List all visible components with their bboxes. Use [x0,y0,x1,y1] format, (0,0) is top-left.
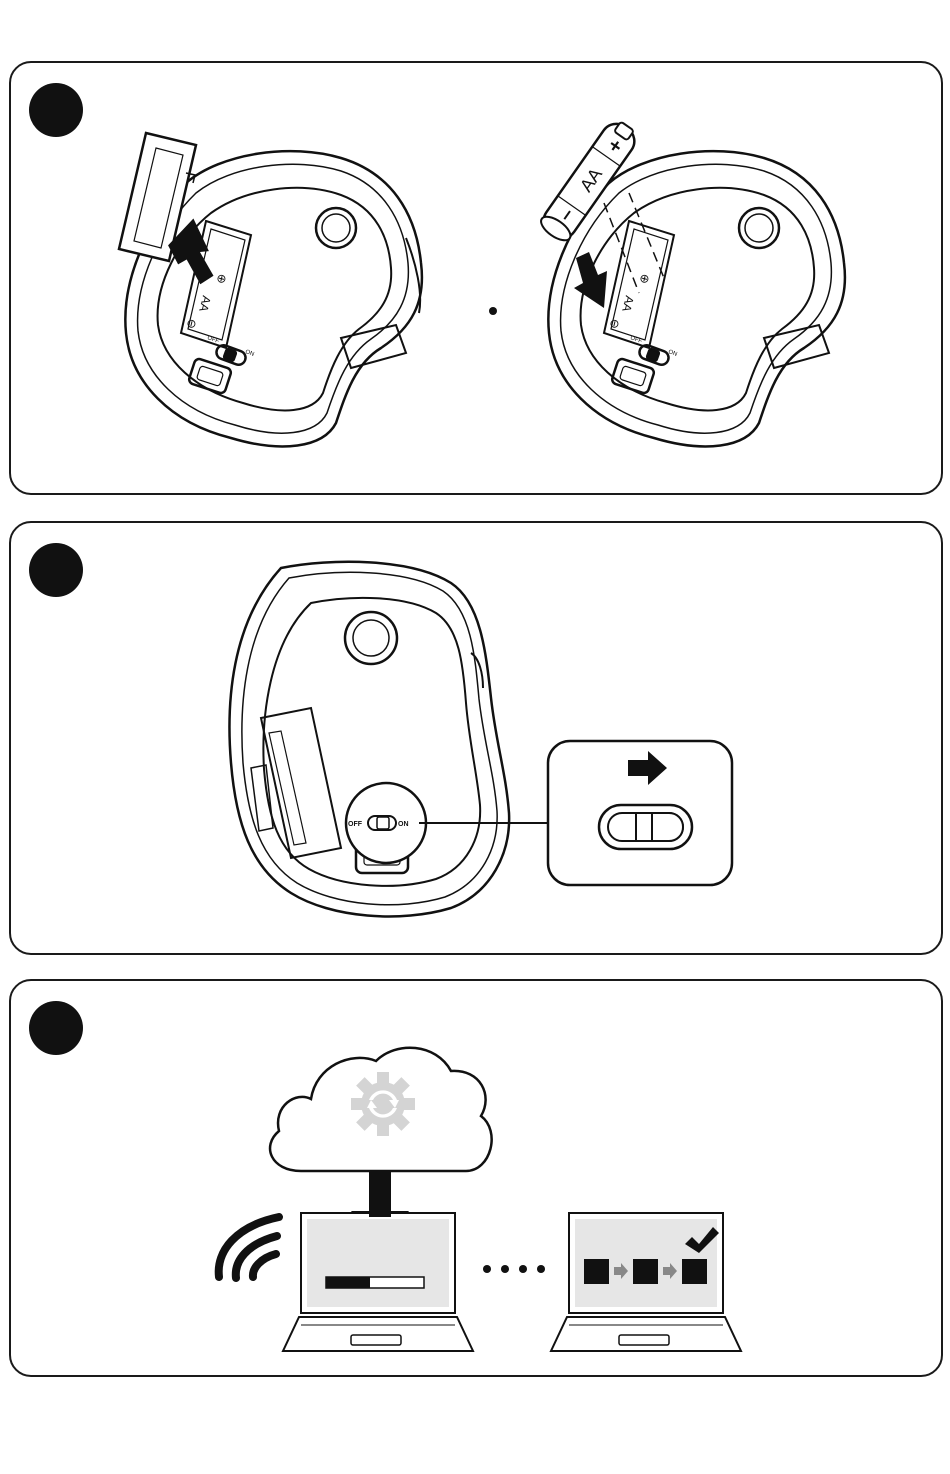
laptop-downloading [283,1207,473,1351]
step-2-illustration: OFF ON [11,523,945,957]
step-1-panel: AA ⊕ ⊖ OFF ON [9,61,943,495]
compartment-minus-right: ⊖ [607,317,623,330]
switch-on-label-small: ON [398,821,409,828]
compartment-plus-right: ⊕ [637,272,653,285]
laptop-complete [551,1213,741,1351]
step-1-illustration: AA ⊕ ⊖ OFF ON [11,63,945,497]
switch-off-label-small: OFF [348,821,363,828]
step-2-panel: OFF ON [9,521,943,955]
flow-step-square [584,1259,609,1284]
download-progress-bar [326,1277,424,1288]
wifi-signal-icon [219,1217,279,1278]
power-switch-knob [636,813,683,841]
gear-icon [351,1072,415,1136]
step-3-illustration [11,981,945,1379]
flow-step-square [682,1259,707,1284]
aa-battery-icon: AA + – [537,116,641,244]
compartment-minus-left: ⊖ [184,317,200,330]
separator-dot [489,307,497,315]
compartment-label-left: AA [196,294,213,313]
mouse-bottom-center [229,562,548,917]
compartment-plus-left: ⊕ [214,272,230,285]
flow-step-square [633,1259,658,1284]
compartment-label-right: AA [619,294,636,313]
step-3-panel [9,979,943,1377]
arrow-down-icon [574,252,607,308]
switch-callout [548,741,732,885]
progress-dots [483,1265,545,1273]
